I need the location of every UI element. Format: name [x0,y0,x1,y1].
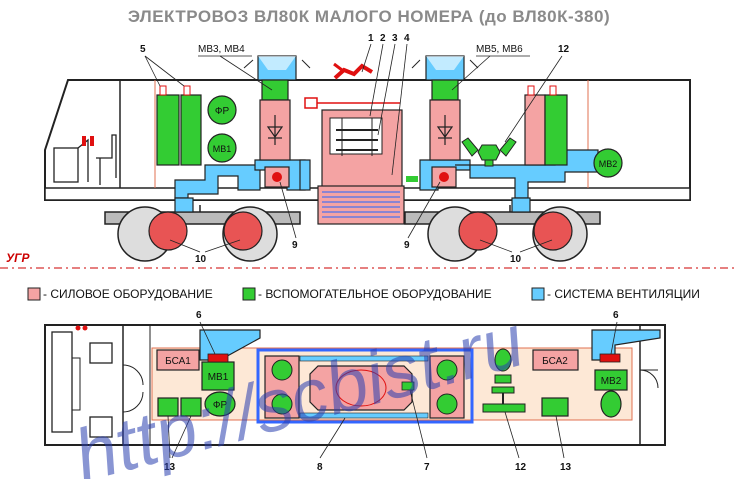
legend-vent: - СИСТЕМА ВЕНТИЛЯЦИИ [547,287,700,301]
callout-mv5-mv6: МВ5, МВ6 [476,44,523,55]
legend-aux: - ВСПОМОГАТЕЛЬНОЕ ОБОРУДОВАНИЕ [258,287,492,301]
aux-cabinet-right [524,85,568,166]
callout-10-right: 10 [510,254,522,265]
callout-10-left: 10 [195,254,207,265]
cab-right-plan [639,325,659,445]
fan-mv1-side: МВ1 [207,133,237,163]
plan-callouts: 6 6 13 13 8 7 12 [164,310,619,473]
plan-vent-right: МВ2 [591,329,661,391]
plan-fr-label: ФР [213,400,228,411]
roof-vents [243,55,479,81]
legend-swatch-vent [531,287,545,301]
fan-mv2-side: МВ2 [593,148,623,178]
fr-label: ФР [215,106,230,117]
mv2-side-label: МВ2 [599,159,618,169]
item-7 [401,381,415,391]
aux-cabinet-left [156,85,202,166]
cab-left-plan [51,325,151,445]
plan-mv1-label: МВ1 [208,372,229,383]
aux-ellipse-right [600,390,622,418]
callout-mv3-mv4: МВ3, МВ4 [198,44,245,55]
wheel-set-left [117,206,278,262]
callout-2: 2 [380,33,386,44]
page-title: ЭЛЕКТРОВОЗ ВЛ80К МАЛОГО НОМЕРА (до ВЛ80К… [128,7,610,26]
callout-6-left: 6 [196,310,202,321]
pantograph [333,62,374,80]
bsa2-label: БСА2 [542,356,568,367]
callout-4: 4 [404,33,410,44]
legend-swatch-power [27,287,41,301]
aux-box-13c [541,397,569,417]
callout-9-right: 9 [404,240,410,251]
wheel-set-right [427,206,588,262]
plan-transformer [256,348,474,424]
side-view: ФР МВ1 МВ2 5 МВ3, МВ4 [44,33,691,265]
callout-13-right: 13 [560,462,572,473]
rectifier-left [259,79,291,188]
side-callouts: 5 МВ3, МВ4 1 2 3 4 МВ5, МВ6 12 9 9 10 [140,33,570,265]
rectifier-right [429,79,461,188]
callout-3: 3 [392,33,398,44]
plan-mv2-label: МВ2 [601,376,622,387]
bsa2-box [532,349,579,371]
legend-power: - СИЛОВОЕ ОБОРУДОВАНИЕ [43,287,213,301]
callout-13-left: 13 [164,462,176,473]
callout-8: 8 [317,462,323,473]
legend-swatch-aux [242,287,256,301]
plan-vent-left: МВ1 [199,329,261,391]
bsa1-label: БСА1 [165,356,191,367]
ugr-label: УГР [6,251,30,265]
callout-9-left: 9 [292,240,298,251]
cab-desk [53,134,117,185]
plan-view: МВ1 МВ2 БСА1 БСА2 ФР [44,310,666,473]
callout-6-right: 6 [613,310,619,321]
callout-5: 5 [140,44,146,55]
phase-splitter-fr: ФР [207,95,237,125]
legend: - СИЛОВОЕ ОБОРУДОВАНИЕ - ВСПОМОГАТЕЛЬНОЕ… [27,287,700,301]
bsa1-box [156,349,200,371]
callout-12-plan: 12 [515,462,527,473]
compressor-12 [461,137,517,167]
main-transformer [304,97,418,225]
callout-1: 1 [368,33,374,44]
plan-compressor-12 [482,348,526,413]
mv1-side-label: МВ1 [213,144,232,154]
plan-fr [204,391,236,417]
callout-12-side: 12 [558,44,570,55]
callout-7: 7 [424,462,430,473]
